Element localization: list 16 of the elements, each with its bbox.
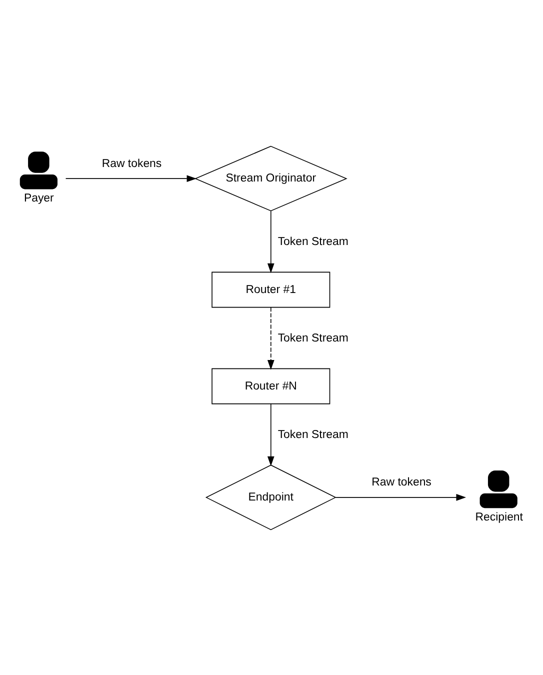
arrow <box>267 306 274 370</box>
edge-label: Token Stream <box>278 235 348 248</box>
edge-label: Raw tokens <box>102 157 162 170</box>
node-box: Router #1 <box>212 271 330 308</box>
arrow <box>65 174 197 182</box>
node-diamond: Stream Originator <box>194 145 348 211</box>
arrow <box>267 403 274 466</box>
edge-label: Token Stream <box>278 332 348 344</box>
arrow <box>267 210 274 273</box>
arrow <box>335 494 466 500</box>
node-diamond: Endpoint <box>205 464 336 530</box>
edge-label: Token Stream <box>278 428 348 440</box>
node-box: Router #N <box>212 368 330 404</box>
node-label: Payer <box>24 192 54 204</box>
node-label: Recipient <box>475 510 523 523</box>
edge-label: Raw tokens <box>372 476 432 488</box>
